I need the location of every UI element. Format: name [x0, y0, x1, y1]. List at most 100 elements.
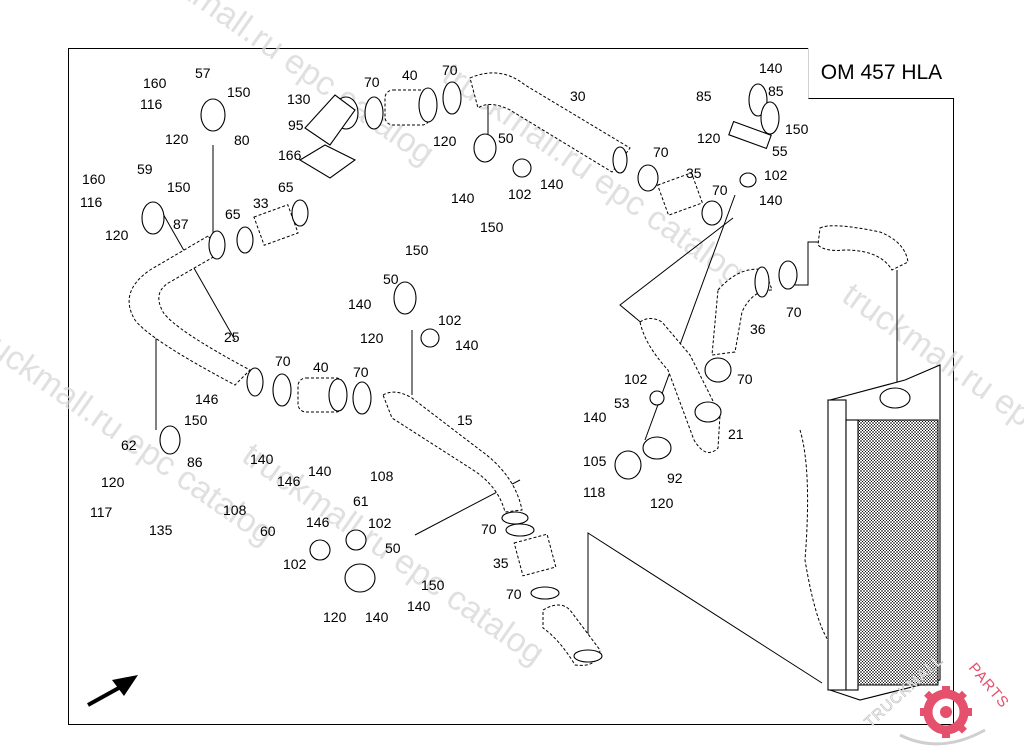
callout-label[interactable]: 140	[348, 296, 372, 312]
callout-label[interactable]: 60	[260, 523, 276, 539]
callout-label[interactable]: 50	[383, 271, 399, 287]
callout-label[interactable]: 65	[278, 179, 294, 195]
callout-label[interactable]: 146	[195, 391, 219, 407]
pipe-15	[382, 391, 523, 513]
callout-label[interactable]: 108	[223, 502, 247, 518]
engine-model-title: OM 457 HLA	[808, 48, 954, 99]
pipe-25	[128, 235, 251, 386]
callout-label[interactable]: 120	[433, 133, 457, 149]
callout-label[interactable]: 140	[540, 176, 564, 192]
callout-label[interactable]: 85	[768, 83, 784, 99]
callout-label[interactable]: 102	[764, 167, 788, 183]
callout-label[interactable]: 150	[167, 179, 191, 195]
callout-label[interactable]: 102	[624, 371, 648, 387]
callout-label[interactable]: 55	[772, 143, 788, 159]
callout-label[interactable]: 150	[480, 219, 504, 235]
callout-label[interactable]: 35	[686, 165, 702, 181]
callout-label[interactable]: 80	[234, 132, 250, 148]
callout-label[interactable]: 53	[614, 395, 630, 411]
callout-label[interactable]: 160	[82, 171, 106, 187]
callout-label[interactable]: 150	[405, 242, 429, 258]
callout-label[interactable]: 120	[105, 227, 129, 243]
callout-label[interactable]: 87	[173, 216, 189, 232]
callout-label[interactable]: 140	[365, 609, 389, 625]
callout-label[interactable]: 40	[402, 67, 418, 83]
callout-label[interactable]: 36	[750, 321, 766, 337]
callout-label[interactable]: 70	[506, 586, 522, 602]
callout-label[interactable]: 150	[227, 84, 251, 100]
gear-icon	[899, 686, 986, 746]
callout-labels: 160 57 150 116 120 80 160 59 150 116 120…	[80, 60, 809, 625]
callout-label[interactable]: 118	[583, 484, 606, 500]
callout-label[interactable]: 70	[712, 182, 728, 198]
intercooler	[799, 364, 941, 701]
pipe-upper-right	[817, 225, 909, 271]
callout-label[interactable]: 120	[323, 609, 347, 625]
callout-label[interactable]: 116	[140, 96, 163, 112]
callout-label[interactable]: 108	[370, 468, 394, 484]
pipe-21	[639, 318, 721, 453]
callout-label[interactable]: 50	[498, 130, 514, 146]
callout-label[interactable]: 120	[360, 330, 384, 346]
callout-label[interactable]: 57	[195, 65, 211, 81]
callout-label[interactable]: 150	[785, 121, 809, 137]
callout-label[interactable]: 166	[278, 147, 302, 163]
callout-label[interactable]: 70	[353, 364, 369, 380]
callout-label[interactable]: 86	[187, 454, 203, 470]
outlet-elbow	[542, 604, 603, 666]
callout-label[interactable]: 70	[275, 353, 291, 369]
callout-label[interactable]: 105	[583, 453, 607, 469]
callout-label[interactable]: 140	[455, 337, 479, 353]
callout-label[interactable]: 70	[737, 371, 753, 387]
callout-label[interactable]: 135	[149, 522, 173, 538]
callout-label[interactable]: 120	[697, 130, 721, 146]
callout-label[interactable]: 140	[583, 409, 607, 425]
callout-label[interactable]: 120	[650, 495, 674, 511]
callout-label[interactable]: 140	[308, 463, 332, 479]
pipe-30	[469, 72, 631, 173]
callout-label[interactable]: 150	[421, 577, 445, 593]
callout-label[interactable]: 70	[481, 521, 497, 537]
callout-label[interactable]: 95	[288, 117, 304, 133]
callout-label[interactable]: 21	[728, 426, 744, 442]
callout-label[interactable]: 130	[287, 91, 311, 107]
callout-label[interactable]: 150	[184, 412, 208, 428]
callout-label[interactable]: 140	[759, 192, 783, 208]
callout-label[interactable]: 85	[696, 88, 712, 104]
callout-label[interactable]: 102	[368, 515, 392, 531]
callout-label[interactable]: 116	[80, 194, 103, 210]
callout-label[interactable]: 30	[570, 88, 586, 104]
callout-label[interactable]: 140	[407, 598, 431, 614]
callout-label[interactable]: 140	[451, 190, 475, 206]
callout-label[interactable]: 160	[143, 75, 167, 91]
callout-label[interactable]: 33	[253, 195, 269, 211]
callout-label[interactable]: 50	[385, 540, 401, 556]
callout-label[interactable]: 70	[442, 62, 458, 78]
callout-label[interactable]: 92	[667, 470, 683, 486]
logo-text-right: PARTS	[965, 660, 1013, 712]
callout-label[interactable]: 61	[353, 493, 369, 509]
callout-label[interactable]: 40	[313, 359, 329, 375]
callout-label[interactable]: 140	[759, 60, 783, 76]
callout-label[interactable]: 120	[165, 131, 189, 147]
callout-label[interactable]: 102	[283, 556, 307, 572]
callout-label[interactable]: 70	[786, 304, 802, 320]
callout-label[interactable]: 62	[121, 437, 137, 453]
callout-label[interactable]: 120	[101, 474, 125, 490]
arrow-up-right-icon	[87, 675, 138, 707]
callout-label[interactable]: 140	[250, 451, 274, 467]
callout-label[interactable]: 25	[224, 329, 240, 345]
diagram-frame	[68, 48, 954, 725]
callout-label[interactable]: 146	[277, 473, 301, 489]
callout-label[interactable]: 146	[306, 514, 330, 530]
callout-label[interactable]: 15	[457, 412, 473, 428]
callout-label[interactable]: 59	[137, 161, 153, 177]
callout-label[interactable]: 102	[508, 186, 532, 202]
callout-label[interactable]: 35	[493, 555, 509, 571]
callout-label[interactable]: 70	[364, 74, 380, 90]
callout-label[interactable]: 102	[438, 312, 462, 328]
callout-label[interactable]: 70	[653, 144, 669, 160]
callout-label[interactable]: 117	[90, 504, 113, 520]
callout-label[interactable]: 65	[225, 206, 241, 222]
